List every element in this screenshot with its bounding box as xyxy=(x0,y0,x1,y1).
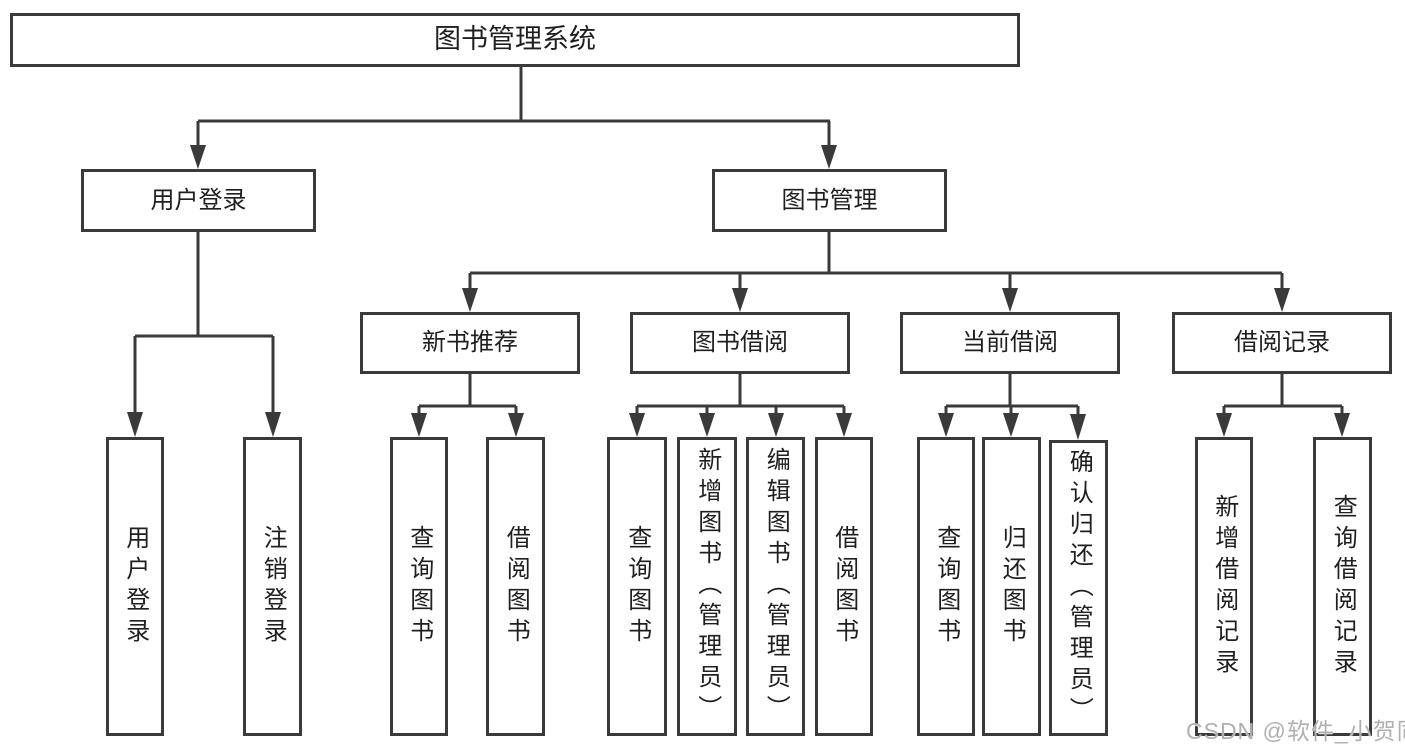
node-leaf-query-books-current: 查询图书 xyxy=(917,437,975,736)
node-user-login: 用户登录 xyxy=(81,169,316,232)
node-leaf-confirm-return-admin: 确认归还（管理员） xyxy=(1049,440,1108,736)
node-book-borrow: 图书借阅 xyxy=(630,312,850,374)
arrowhead xyxy=(821,145,837,169)
node-leaf-borrow-books: 借阅图书 xyxy=(815,437,873,736)
arrowhead xyxy=(462,288,478,312)
arrowhead xyxy=(629,413,645,437)
arrowhead xyxy=(1002,288,1018,312)
arrowhead xyxy=(732,288,748,312)
node-book-management: 图书管理 xyxy=(712,169,947,232)
node-leaf-logout: 注销登录 xyxy=(243,437,302,736)
arrowhead xyxy=(1334,413,1350,437)
node-leaf-add-borrow-record: 新增借阅记录 xyxy=(1195,437,1253,736)
arrowhead xyxy=(508,413,524,437)
arrowhead xyxy=(1070,414,1086,440)
node-leaf-return-books: 归还图书 xyxy=(982,437,1041,736)
node-leaf-query-books-borrow: 查询图书 xyxy=(607,437,667,736)
arrowhead xyxy=(1003,413,1019,437)
node-leaf-add-book-admin: 新增图书（管理员） xyxy=(677,437,737,736)
arrowhead xyxy=(127,412,143,437)
node-borrow-records: 借阅记录 xyxy=(1172,312,1392,374)
node-leaf-query-books-recommend: 查询图书 xyxy=(390,437,448,736)
node-leaf-query-borrow-record: 查询借阅记录 xyxy=(1313,437,1372,736)
csdn-watermark: CSDN @软件_小贺同学 xyxy=(1186,718,1405,744)
arrowhead xyxy=(836,413,852,437)
arrowhead xyxy=(1216,413,1232,437)
arrowhead xyxy=(938,413,954,437)
connector-user-login-to-leaves xyxy=(127,232,281,437)
arrowhead xyxy=(190,145,206,169)
node-leaf-edit-book-admin: 编辑图书（管理员） xyxy=(746,437,805,736)
arrowhead xyxy=(699,413,715,437)
connector-new-book-recommend-to-leaves xyxy=(411,374,524,437)
node-new-book-recommend: 新书推荐 xyxy=(360,312,580,374)
arrowhead xyxy=(1274,288,1290,312)
connector-root-to-level2 xyxy=(190,67,837,169)
node-leaf-user-login: 用户登录 xyxy=(106,437,164,736)
node-leaf-borrow-books-recommend: 借阅图书 xyxy=(486,437,545,736)
connector-book-management-to-level3 xyxy=(462,232,1290,312)
arrowhead xyxy=(411,413,427,437)
arrowhead xyxy=(265,412,281,437)
arrowhead xyxy=(768,413,784,437)
node-root: 图书管理系统 xyxy=(10,13,1020,67)
connector-current-borrow-to-leaves xyxy=(938,374,1086,440)
connector-borrow-records-to-leaves xyxy=(1216,374,1350,437)
node-current-borrow: 当前借阅 xyxy=(900,312,1120,374)
connector-book-borrow-to-leaves xyxy=(629,374,852,437)
